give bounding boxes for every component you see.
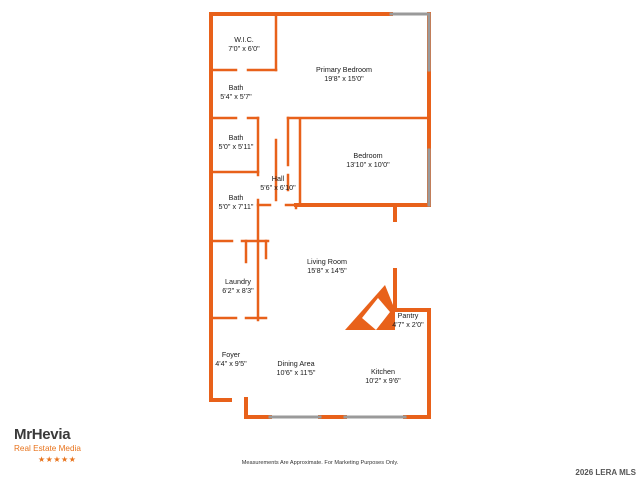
room-name-bath: Bath: [229, 83, 244, 92]
room-dims-bedroom: 13'10" x 10'0": [346, 160, 390, 169]
brand-name: MrHevia: [14, 426, 71, 443]
room-dims-bath: 5'0" x 5'11": [219, 142, 254, 151]
room-name-bedroom: Bedroom: [353, 151, 382, 160]
room-dims-w-i-c: 7'0" x 6'0": [228, 44, 260, 53]
room-name-kitchen: Kitchen: [371, 367, 395, 376]
room-name-pantry: Pantry: [398, 311, 419, 320]
room-name-foyer: Foyer: [222, 350, 241, 359]
room-name-hall: Hall: [272, 174, 285, 183]
room-dims-dining-area: 10'6" x 11'5": [277, 368, 316, 377]
room-dims-foyer: 4'4" x 9'5": [215, 359, 247, 368]
brand-tagline: Real Estate Media: [14, 444, 81, 453]
room-dims-laundry: 6'2" x 8'3": [222, 286, 254, 295]
room-dims-pantry: 4'7" x 2'0": [392, 320, 424, 329]
room-dims-kitchen: 10'2" x 9'6": [365, 376, 401, 385]
room-name-dining-area: Dining Area: [277, 359, 314, 368]
stair-steps: [362, 298, 390, 330]
room-name-bath: Bath: [229, 193, 244, 202]
room-name-bath: Bath: [229, 133, 244, 142]
room-dims-hall: 5'6" x 6'10": [260, 183, 296, 192]
walls: [209, 12, 431, 419]
room-dims-bath: 5'0" x 7'11": [219, 202, 254, 211]
room-dims-living-room: 15'8" x 14'5": [307, 266, 347, 275]
room-name-w-i-c: W.I.C.: [234, 35, 254, 44]
windows: [268, 12, 431, 419]
brand-logo: MrHevia Real Estate Media ★★★★★: [12, 426, 102, 470]
mls-copyright: 2026 LERA MLS: [575, 468, 636, 477]
room-dims-primary-bedroom: 19'8" x 15'0": [324, 74, 364, 83]
disclaimer-text: Measurements Are Approximate. For Market…: [241, 460, 399, 466]
brand-stars: ★★★★★: [38, 455, 77, 464]
room-name-living-room: Living Room: [307, 257, 347, 266]
room-name-laundry: Laundry: [225, 277, 251, 286]
room-name-primary-bedroom: Primary Bedroom: [316, 65, 372, 74]
room-dims-bath: 5'4" x 5'7": [220, 92, 252, 101]
